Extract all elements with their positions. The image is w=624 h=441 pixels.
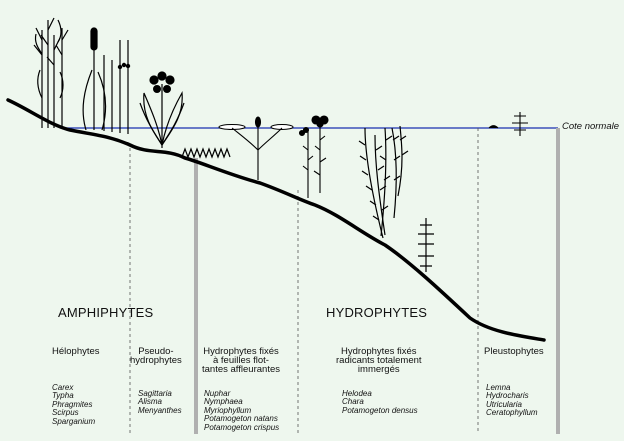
floating-leaf-plants bbox=[218, 115, 329, 198]
species-name: Hydrocharis bbox=[486, 391, 529, 401]
species-name: Lemna bbox=[486, 383, 511, 392]
ground-profile bbox=[6, 98, 546, 342]
category-submerged: Hydrophytes fixés radicants totalement i… bbox=[336, 346, 422, 375]
pseudo-hydrophyte-plants bbox=[139, 71, 231, 159]
species-name: Chara bbox=[342, 397, 364, 407]
species-list-pleustophytes: Lemna Hydrocharis Utricularia Ceratophyl… bbox=[486, 383, 538, 418]
species-name: Potamogeton densus bbox=[342, 405, 418, 415]
submerged-plants bbox=[358, 125, 434, 272]
species-list-helophytes: Carex Typha Phragmites Scirpus Sparganiu… bbox=[52, 383, 96, 426]
species-list-floating-leaves: Nuphar Nymphaea Myriophyllum Potamogeton… bbox=[204, 389, 280, 432]
species-name: Sparganium bbox=[52, 416, 96, 426]
species-name: Menyanthes bbox=[138, 405, 182, 415]
species-name: Phragmites bbox=[52, 399, 93, 409]
divider-post bbox=[194, 158, 198, 434]
species-name: Helodea bbox=[342, 389, 372, 398]
divider-post bbox=[556, 128, 560, 434]
category-pseudo-hydrophytes: Pseudo- hydrophytes bbox=[130, 346, 182, 366]
species-name: Nymphaea bbox=[204, 397, 243, 407]
species-name: Ceratophyllum bbox=[486, 408, 538, 418]
species-list-pseudo-hydrophytes: Sagittaria Alisma Menyanthes bbox=[138, 389, 182, 415]
group-amphiphytes: AMPHIPHYTES bbox=[58, 305, 154, 320]
group-hydrophytes: HYDROPHYTES bbox=[326, 305, 428, 320]
species-name: Utricularia bbox=[486, 399, 523, 409]
species-name: Potamogeton natans bbox=[204, 414, 278, 424]
water-level-label: Cote normale bbox=[562, 121, 620, 132]
category-helophytes: Hélophytes bbox=[52, 346, 100, 357]
species-name: Alisma bbox=[138, 397, 163, 407]
species-name: Typha bbox=[52, 391, 74, 401]
zone-dividers bbox=[129, 128, 479, 434]
species-name: Nuphar bbox=[204, 389, 231, 398]
species-name: Myriophyllum bbox=[204, 405, 252, 415]
category-floating-leaves: Hydrophytes fixés à feuilles flot- tante… bbox=[202, 346, 280, 375]
species-name: Sagittaria bbox=[138, 389, 172, 398]
species-name: Scirpus bbox=[52, 408, 79, 418]
helophyte-plants bbox=[33, 17, 131, 134]
category-pleustophytes: Pleustophytes bbox=[484, 346, 544, 357]
species-list-submerged: Helodea Chara Potamogeton densus bbox=[342, 389, 418, 415]
pleustophyte-plants bbox=[488, 112, 528, 136]
species-name: Potamogeton crispus bbox=[204, 422, 280, 432]
species-name: Carex bbox=[52, 383, 74, 392]
